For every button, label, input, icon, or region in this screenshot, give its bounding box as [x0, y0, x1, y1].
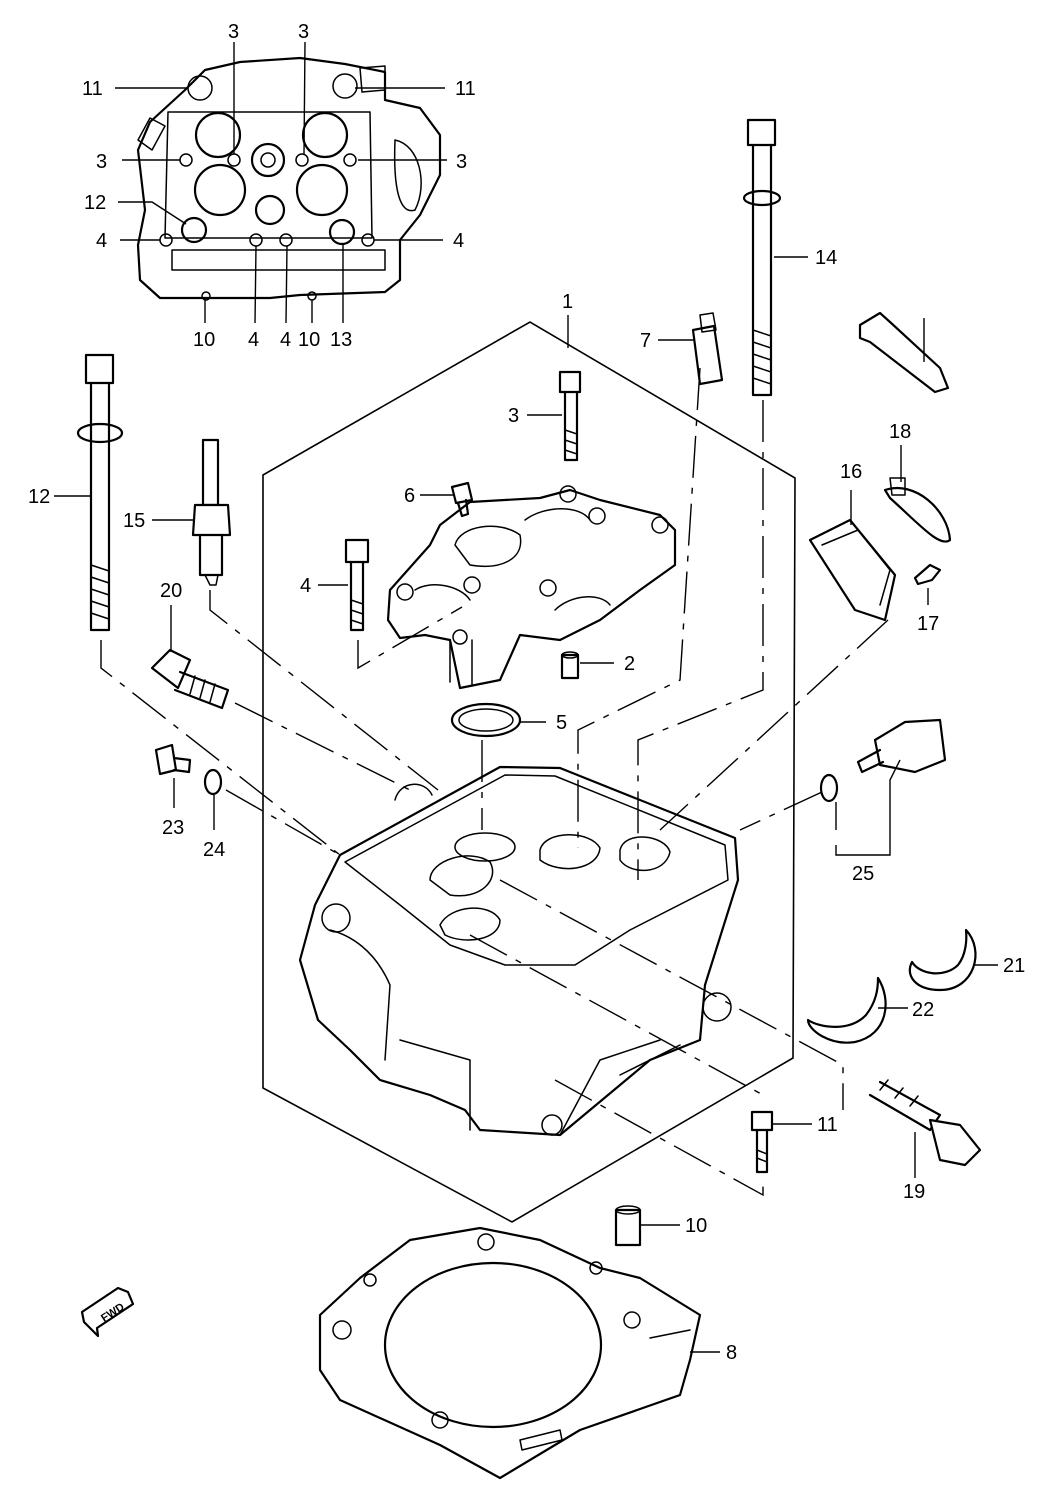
leader-lines: [54, 41, 998, 1353]
callout-10-inset-left: 10: [193, 329, 215, 351]
clamp-bracket: [858, 311, 950, 394]
callout-13: 15: [123, 510, 145, 532]
callout-labels: 11 11 3 3 3 3 12 4 4 10 4 4 10 13 1 7 3 …: [28, 21, 1025, 1364]
callout-3-main: 3: [508, 405, 519, 427]
callout-4-inset-bottom-b: 4: [280, 329, 291, 351]
callout-17: 19: [903, 1181, 925, 1203]
callout-4-main: 4: [300, 575, 311, 597]
temperature-sensor: [856, 718, 947, 774]
bolt-3-center: [558, 370, 582, 462]
callout-9: 10: [685, 1215, 707, 1237]
callout-22: 24: [203, 839, 225, 861]
callout-3-inset-left: 3: [96, 151, 107, 173]
dowel-pin: [560, 651, 580, 680]
head-gasket: [318, 1226, 702, 1480]
hose-clamp: [883, 477, 952, 543]
bolt-4-center: [344, 538, 370, 632]
semicircle-gasket-20: [806, 976, 887, 1044]
semicircle-gasket-19: [908, 928, 977, 992]
callout-20: 22: [912, 999, 934, 1021]
stud-bolt-12: [742, 118, 782, 397]
callout-11-main: 12: [28, 486, 50, 508]
bolt-6: [450, 481, 474, 518]
callout-15: 17: [917, 613, 939, 635]
callout-3-inset-right: 3: [456, 151, 467, 173]
callout-6: 6: [404, 485, 415, 507]
callout-5: 5: [556, 712, 567, 734]
callout-18: 20: [160, 580, 182, 602]
callout-12-inset-bottom: 13: [330, 329, 352, 351]
intake-pipe: [808, 518, 897, 622]
callout-1: 1: [562, 291, 573, 313]
flange-bolt-18: [150, 648, 230, 710]
callout-2: 2: [624, 653, 635, 675]
bolt-10: [750, 1110, 774, 1174]
callout-7: 7: [640, 330, 651, 352]
callout-14: 16: [840, 461, 862, 483]
callout-12-inset-left: 12: [84, 192, 106, 214]
callout-21: 23: [162, 817, 184, 839]
callout-11-inset-right: 11: [455, 78, 476, 100]
flange-bolt-17: [868, 1079, 982, 1167]
callout-19: 21: [1003, 955, 1025, 977]
gasket-24: [819, 773, 839, 803]
callout-11-inset-left: 11: [82, 78, 103, 100]
callout-8: 8: [726, 1342, 737, 1364]
callout-3-inset-top-right: 3: [298, 21, 309, 43]
screw-15: [913, 563, 942, 586]
spark-plug: [191, 438, 232, 586]
callout-10-inset-right: 10: [298, 329, 320, 351]
callout-12-main: 14: [815, 247, 837, 269]
callout-23: 25: [852, 863, 874, 885]
assembly-lines: [100, 367, 889, 1197]
o-ring: [450, 702, 522, 738]
callout-4-inset-right: 4: [453, 230, 464, 252]
kit-boundary-frame: [262, 321, 796, 1223]
chain-tensioner-guide: [691, 312, 724, 386]
camshaft-holder: [386, 485, 677, 690]
forward-direction-badge: FWD: [80, 1286, 135, 1338]
bolt-21: [154, 743, 192, 776]
gasket-washer-22: [203, 768, 223, 796]
callout-4-inset-bottom-a: 4: [248, 329, 259, 351]
dowel-9: [614, 1205, 642, 1247]
cylinder-head-top-view-inset: [136, 56, 442, 301]
callout-16: 18: [889, 421, 911, 443]
callout-4-inset-left: 4: [96, 230, 107, 252]
callout-10-main: 11: [817, 1114, 838, 1136]
callout-3-inset-top-left: 3: [228, 21, 239, 43]
stud-bolt-11: [76, 353, 124, 632]
cylinder-head-body: [298, 765, 740, 1137]
